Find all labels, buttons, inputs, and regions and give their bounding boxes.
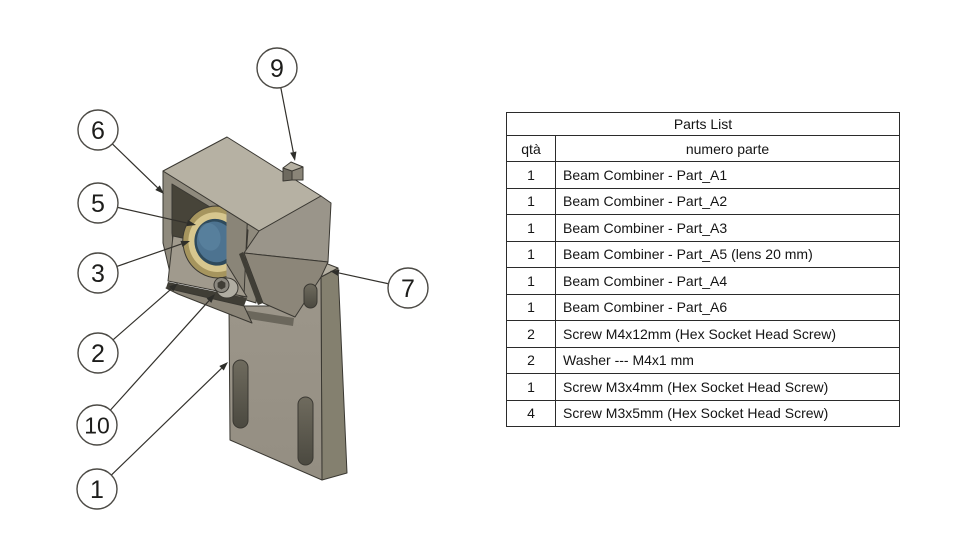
leader-line — [112, 288, 172, 341]
assembly-isometric-view: 9 6 5 3 2 10 1 7 — [76, 47, 429, 510]
balloon-callouts: 9 6 5 3 2 10 1 7 — [76, 47, 429, 510]
leader-arrowhead — [169, 283, 178, 292]
hex-socket-screw — [213, 277, 239, 299]
balloon-number: 3 — [91, 260, 105, 288]
balloon-circle — [256, 47, 298, 89]
balloon-circle — [76, 404, 118, 446]
plate-side-face — [320, 267, 348, 481]
leader-line — [110, 367, 222, 476]
part-qty: 2 — [506, 346, 556, 374]
leader-arrowhead — [290, 151, 297, 161]
balloon-circle — [77, 109, 119, 151]
bracket-bevel-face — [165, 287, 253, 324]
angled-bracket — [165, 277, 253, 324]
balloon-number: 9 — [270, 55, 284, 83]
plate-slots — [232, 283, 318, 466]
part-qty: 1 — [506, 293, 556, 321]
part-qty: 1 — [506, 240, 556, 268]
parts-list-header-row: qtà numero parte — [506, 135, 900, 162]
tab-top-face — [282, 161, 304, 172]
leader-arrowhead — [206, 294, 215, 303]
balloon-number: 6 — [91, 117, 105, 145]
part-number: Screw M3x5mm (Hex Socket Head Screw) — [555, 399, 900, 427]
part-number: Screw M4x12mm (Hex Socket Head Screw) — [555, 320, 900, 348]
plate-slot-top-partial — [303, 283, 318, 309]
part-number: Beam Combiner - Part_A1 — [555, 161, 900, 189]
plate-slot-right — [297, 396, 314, 466]
column-header-qty: qtà — [506, 135, 556, 162]
lens-highlight — [198, 222, 221, 251]
part-qty: 4 — [506, 399, 556, 427]
column-header-part: numero parte — [555, 135, 900, 162]
screw-hex-socket — [217, 280, 226, 290]
balloon-circle — [77, 182, 119, 224]
part-qty: 1 — [506, 161, 556, 189]
part-qty: 1 — [506, 187, 556, 215]
part-qty: 2 — [506, 320, 556, 348]
balloon-number: 7 — [401, 275, 415, 303]
balloon-number: 1 — [90, 476, 104, 504]
parts-list-title-row: Parts List — [506, 112, 900, 136]
balloon-number: 5 — [91, 190, 105, 218]
leader-arrowhead — [155, 185, 164, 194]
part-number: Beam Combiner - Part_A2 — [555, 187, 900, 215]
housing-front-right-face — [243, 195, 332, 263]
part-qty: 1 — [506, 373, 556, 401]
balloon-circle — [77, 252, 119, 294]
housing-chamfer-groove — [239, 252, 263, 305]
plate-slot-left — [232, 359, 249, 429]
part-number: Beam Combiner - Part_A3 — [555, 214, 900, 242]
balloon-circle — [76, 468, 118, 510]
leader-line — [109, 300, 210, 411]
lens-assembly — [182, 205, 227, 279]
part-number: Screw M3x4mm (Hex Socket Head Screw) — [555, 373, 900, 401]
leader-line — [111, 143, 158, 189]
lens-housing — [162, 136, 332, 326]
top-tab-screw — [282, 161, 304, 182]
leader-line — [117, 206, 188, 224]
part-qty: 1 — [506, 214, 556, 242]
balloon-number: 2 — [91, 340, 105, 368]
leader-arrowhead — [186, 219, 196, 227]
part-number: Beam Combiner - Part_A4 — [555, 267, 900, 295]
parts-list-title: Parts List — [506, 112, 900, 136]
leader-line — [280, 87, 294, 153]
balloon-circle — [77, 332, 119, 374]
balloon-number: 10 — [84, 412, 110, 438]
leader-arrowhead — [219, 362, 228, 371]
bracket-dark-band — [166, 282, 247, 306]
part-number: Washer --- M4x1 mm — [555, 346, 900, 374]
leader-line — [116, 243, 182, 267]
part-number: Beam Combiner - Part_A5 (lens 20 mm) — [555, 240, 900, 268]
part-qty: 1 — [506, 267, 556, 295]
leader-line — [338, 272, 389, 285]
leader-arrowhead — [180, 240, 190, 247]
balloon-circle — [387, 267, 429, 309]
leader-arrowhead — [330, 269, 340, 277]
part-number: Beam Combiner - Part_A6 — [555, 293, 900, 321]
